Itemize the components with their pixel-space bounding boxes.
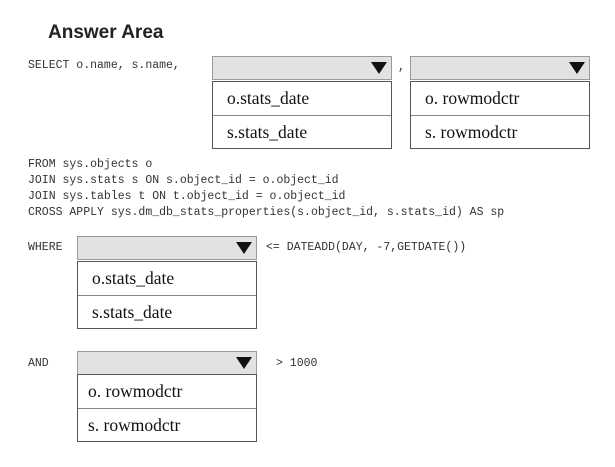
option-o-stats-date[interactable]: o.stats_date xyxy=(227,88,310,108)
option-o-rowmodctr[interactable]: o. rowmodctr xyxy=(425,88,520,108)
option-s-stats-date[interactable]: s.stats_date xyxy=(78,295,256,328)
option-s-rowmodctr[interactable]: s. rowmodctr xyxy=(78,408,256,441)
cross-apply-line: CROSS APPLY sys.dm_db_stats_properties(s… xyxy=(28,206,505,219)
select-comma: , xyxy=(398,61,405,74)
where-keyword: WHERE xyxy=(28,241,63,254)
option-s-stats-date[interactable]: s.stats_date xyxy=(213,115,391,148)
where-condition: <= DATEADD(DAY, -7,GETDATE()) xyxy=(266,241,467,254)
triangle-down-icon[interactable] xyxy=(232,237,256,259)
dropdown-and-rowmodctr[interactable] xyxy=(77,351,257,375)
dropdown-options-rowmodctr: o. rowmodctr s. rowmodctr xyxy=(410,81,590,149)
dropdown-options-where: o.stats_date s.stats_date xyxy=(77,261,257,329)
triangle-down-icon[interactable] xyxy=(367,57,391,79)
dropdown-where-date[interactable] xyxy=(77,236,257,260)
and-keyword: AND xyxy=(28,357,49,370)
answer-area-title: Answer Area xyxy=(48,22,164,43)
and-condition: > 1000 xyxy=(276,357,318,370)
dropdown-select-rowmodctr[interactable] xyxy=(410,56,590,80)
option-o-stats-date[interactable]: o.stats_date xyxy=(92,268,175,288)
triangle-down-icon[interactable] xyxy=(565,57,589,79)
triangle-down-icon[interactable] xyxy=(232,352,256,374)
dropdown-options-date: o.stats_date s.stats_date xyxy=(212,81,392,149)
dropdown-select-date[interactable] xyxy=(212,56,392,80)
option-s-rowmodctr[interactable]: s. rowmodctr xyxy=(411,115,589,148)
join-tables-line: JOIN sys.tables t ON t.object_id = o.obj… xyxy=(28,190,346,203)
dropdown-options-and: o. rowmodctr s. rowmodctr xyxy=(77,374,257,442)
join-stats-line: JOIN sys.stats s ON s.object_id = o.obje… xyxy=(28,174,339,187)
select-line: SELECT o.name, s.name, xyxy=(28,59,180,72)
from-line: FROM sys.objects o xyxy=(28,158,153,171)
option-o-rowmodctr[interactable]: o. rowmodctr xyxy=(88,381,183,401)
